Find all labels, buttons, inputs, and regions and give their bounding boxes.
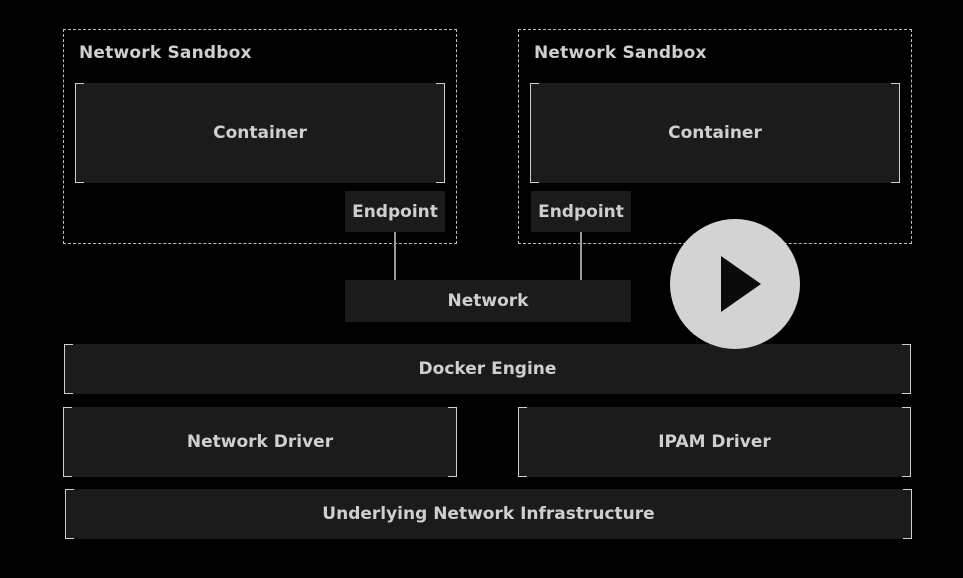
- docker-engine-box: Docker Engine: [64, 344, 911, 394]
- network-driver-label: Network Driver: [186, 432, 334, 452]
- bracket-left: [530, 83, 539, 183]
- bracket-right: [891, 83, 900, 183]
- bracket-left: [65, 489, 74, 539]
- connector-line-right: [580, 232, 582, 280]
- bracket-right: [436, 83, 445, 183]
- endpoint-box-left: Endpoint: [345, 191, 445, 232]
- connector-line-left: [394, 232, 396, 280]
- endpoint-label: Endpoint: [352, 201, 438, 222]
- bracket-right: [448, 407, 457, 477]
- endpoint-box-right: Endpoint: [531, 191, 631, 232]
- infrastructure-label: Underlying Network Infrastructure: [322, 504, 655, 524]
- bracket-right: [902, 344, 911, 394]
- endpoint-label: Endpoint: [538, 201, 624, 222]
- ipam-driver-label: IPAM Driver: [658, 432, 771, 452]
- network-label: Network: [447, 291, 529, 311]
- docker-engine-label: Docker Engine: [418, 359, 557, 379]
- bracket-left: [75, 83, 84, 183]
- network-driver-box: Network Driver: [63, 407, 457, 477]
- container-box-right: Container: [530, 83, 900, 183]
- sandbox-label: Network Sandbox: [534, 43, 707, 63]
- bracket-right: [903, 489, 912, 539]
- infrastructure-box: Underlying Network Infrastructure: [65, 489, 912, 539]
- ipam-driver-box: IPAM Driver: [518, 407, 911, 477]
- bracket-left: [64, 344, 73, 394]
- bracket-right: [902, 407, 911, 477]
- container-box-left: Container: [75, 83, 445, 183]
- container-label: Container: [213, 123, 307, 143]
- container-label: Container: [668, 123, 762, 143]
- play-button[interactable]: [670, 219, 800, 349]
- bracket-left: [63, 407, 72, 477]
- play-icon: [721, 256, 761, 312]
- bracket-left: [518, 407, 527, 477]
- network-sandbox-left: Network Sandbox: [63, 29, 457, 244]
- network-box: Network: [345, 280, 631, 322]
- sandbox-label: Network Sandbox: [79, 43, 252, 63]
